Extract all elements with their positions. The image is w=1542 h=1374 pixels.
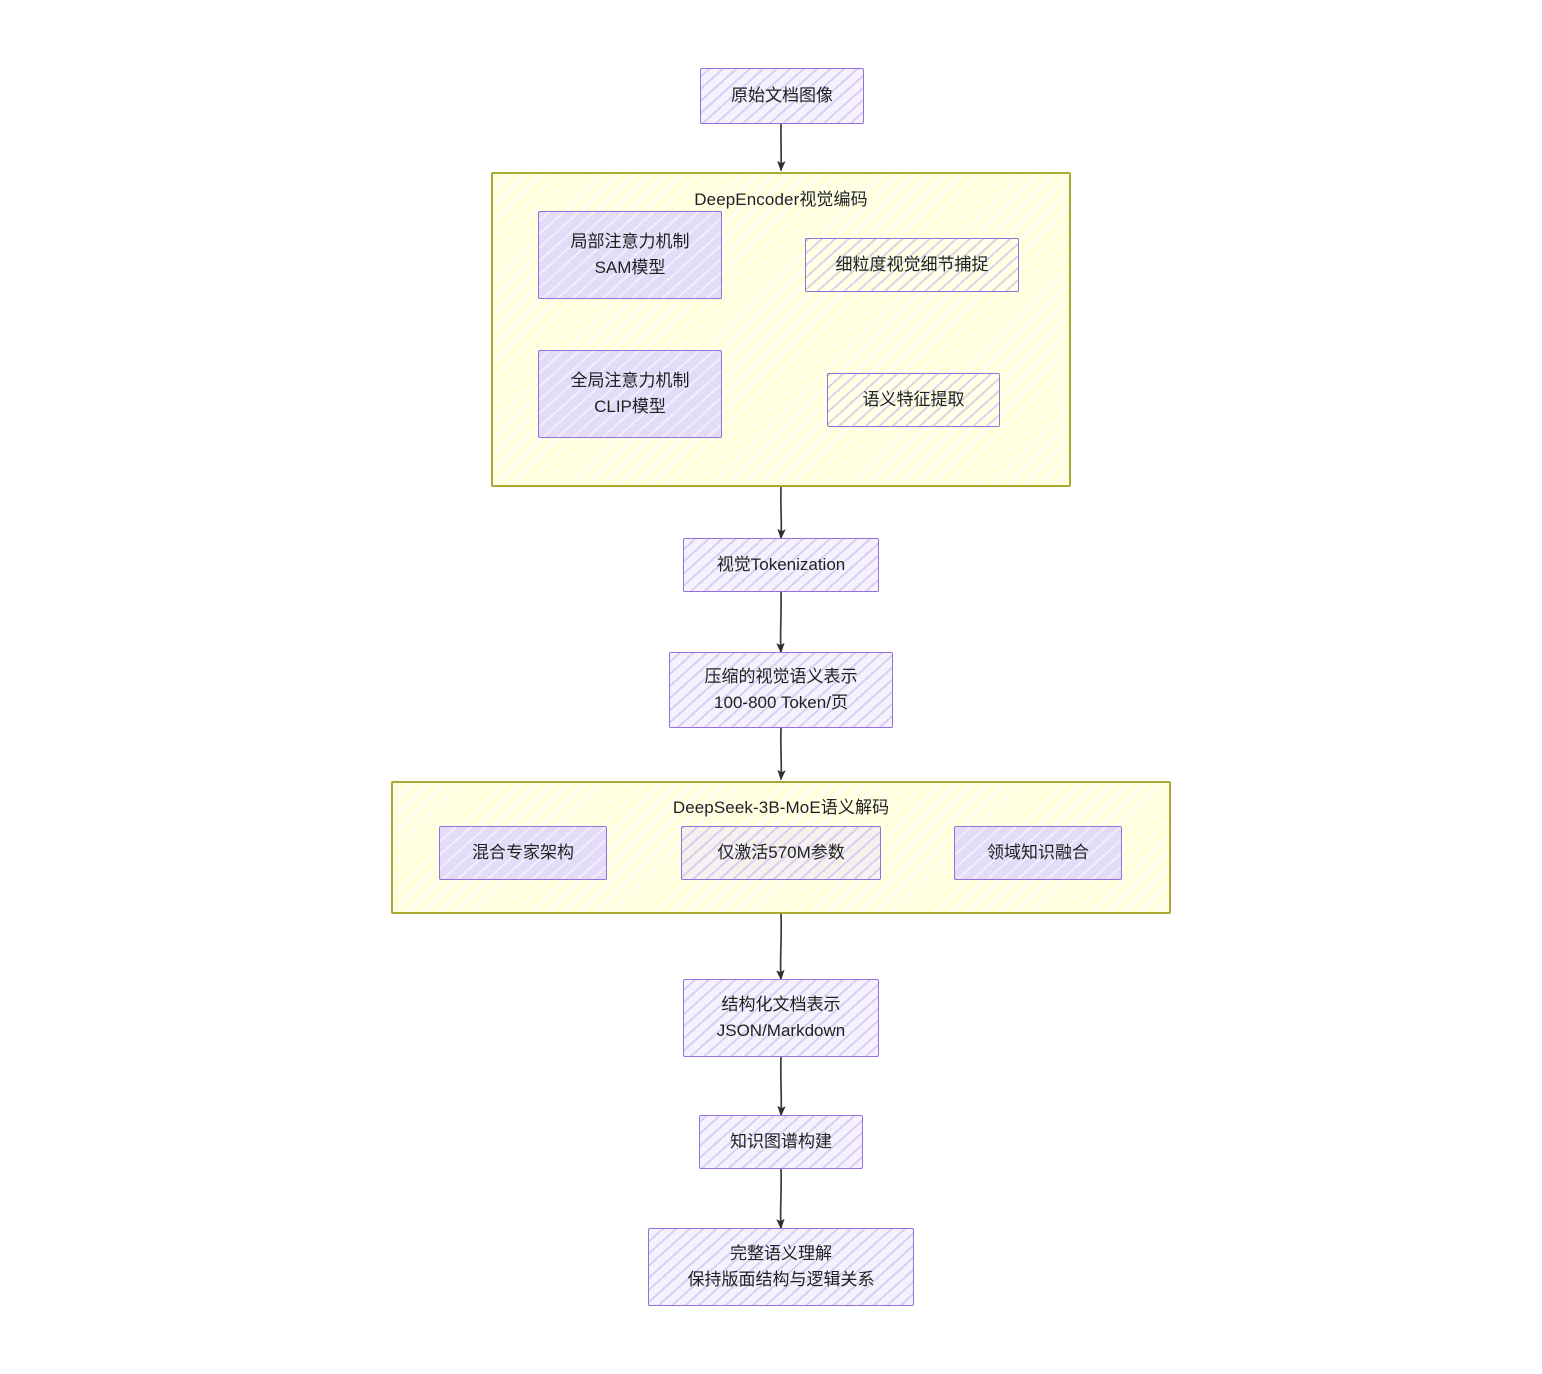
node-local-attention-sam-line-2: SAM模型 (594, 258, 666, 277)
node-visual-tokenization[interactable]: 视觉Tokenization (683, 538, 879, 592)
node-semantic-feature-extraction-line-1: 语义特征提取 (862, 389, 965, 409)
node-semantic-feature-extraction[interactable]: 语义特征提取 (827, 373, 1000, 427)
node-compressed-visual-semantics-line-2: 100-800 Token/页 (714, 693, 848, 712)
node-global-attention-clip-line-1: 全局注意力机制 (570, 370, 690, 390)
node-structured-document-line-1: 结构化文档表示 (721, 994, 841, 1014)
edge-knowledge-kg-to-full-semantic (776, 1168, 785, 1230)
group-deep-encoder-title: DeepEncoder视觉编码 (694, 190, 868, 209)
node-full-semantic-understanding-line-2: 保持版面结构与逻辑关系 (687, 1270, 875, 1289)
edge-structured-to-knowledge-kg (777, 1056, 786, 1117)
node-visual-tokenization-line-1: 视觉Tokenization (716, 554, 846, 574)
edge-tokenization-to-compressed (776, 591, 785, 654)
node-knowledge-graph-construction[interactable]: 知识图谱构建 (699, 1115, 863, 1169)
node-structured-document[interactable]: 结构化文档表示 JSON/Markdown (683, 979, 879, 1057)
node-full-semantic-understanding[interactable]: 完整语义理解 保持版面结构与逻辑关系 (648, 1228, 914, 1306)
node-domain-knowledge-fusion-line-1: 领域知识融合 (987, 842, 1089, 862)
node-global-attention-clip[interactable]: 全局注意力机制 CLIP模型 (538, 350, 722, 438)
node-compressed-visual-semantics-line-1: 压缩的视觉语义表示 (704, 666, 858, 686)
node-mixture-of-experts[interactable]: 混合专家架构 (439, 826, 607, 880)
node-domain-knowledge-fusion[interactable]: 领域知识融合 (954, 826, 1122, 880)
node-local-attention-sam[interactable]: 局部注意力机制 SAM模型 (538, 211, 722, 299)
node-fine-grained-visual-detail[interactable]: 细粒度视觉细节捕捉 (805, 238, 1019, 292)
node-global-attention-clip-line-2: CLIP模型 (594, 397, 666, 416)
edge-compressed-to-moe (777, 727, 786, 781)
node-local-attention-sam-line-1: 局部注意力机制 (570, 231, 690, 251)
edge-moe-to-structured (776, 913, 785, 981)
node-mixture-of-experts-line-1: 混合专家架构 (472, 842, 574, 862)
node-structured-document-line-2: JSON/Markdown (716, 1021, 846, 1040)
node-raw-document-image-line-1: 原始文档图像 (731, 85, 833, 105)
group-moe-decoder-title: DeepSeek-3B-MoE语义解码 (672, 798, 890, 817)
node-raw-document-image[interactable]: 原始文档图像 (700, 68, 864, 124)
node-full-semantic-understanding-line-1: 完整语义理解 (730, 1243, 832, 1263)
node-compressed-visual-semantics[interactable]: 压缩的视觉语义表示 100-800 Token/页 (669, 652, 893, 728)
node-active-570m-params-line-1: 仅激活570M参数 (717, 842, 845, 862)
node-knowledge-graph-construction-line-1: 知识图谱构建 (730, 1131, 832, 1151)
node-active-570m-params[interactable]: 仅激活570M参数 (681, 826, 881, 880)
node-fine-grained-visual-detail-line-1: 细粒度视觉细节捕捉 (835, 254, 989, 274)
